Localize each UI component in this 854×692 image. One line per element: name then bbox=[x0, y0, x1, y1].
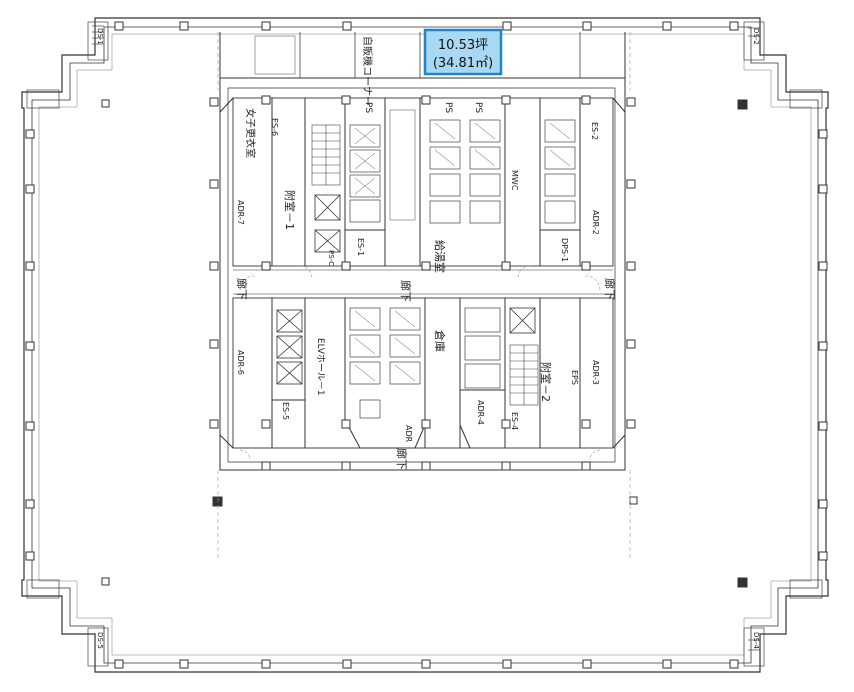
door-swings bbox=[239, 265, 601, 461]
label-es-1: ES-1 bbox=[356, 238, 365, 256]
highlight-space[interactable]: 10.53坪 (34.81㎡) bbox=[423, 28, 503, 76]
label-adr-7: ADR-7 bbox=[236, 200, 245, 225]
fixtures bbox=[349, 109, 576, 419]
fixture-marks bbox=[354, 122, 571, 382]
label-ds-2: DS-2 bbox=[752, 28, 760, 45]
label-es-4: ES-4 bbox=[510, 412, 519, 430]
core-columns bbox=[209, 95, 636, 471]
label-es-5: ES-5 bbox=[281, 402, 290, 420]
label-women-room: 女子更衣室 bbox=[244, 108, 257, 158]
label-storage: 倉庫 bbox=[433, 330, 447, 352]
label-ps-c: PS bbox=[473, 102, 483, 113]
label-ds-4: DS-4 bbox=[752, 632, 760, 649]
label-eps: EPS bbox=[570, 370, 579, 385]
highlight-box[interactable] bbox=[423, 28, 503, 76]
label-es-2: ES-2 bbox=[590, 122, 599, 140]
label-ps-b: PS bbox=[443, 102, 453, 113]
elevator-shafts bbox=[276, 194, 536, 385]
perimeter-columns bbox=[25, 21, 828, 669]
label-ds-5: DS-5 bbox=[96, 632, 104, 649]
label-ps-lower: PS-C bbox=[327, 250, 335, 266]
label-es-6: ES-6 bbox=[270, 118, 279, 136]
highlight-area-tsubo: 10.53坪 bbox=[438, 38, 488, 53]
label-corridor-left: 廊下 bbox=[235, 278, 249, 300]
top-strip bbox=[254, 32, 581, 78]
label-annex-2: 附室－2 bbox=[539, 362, 553, 402]
highlight-area-sqm: (34.81㎡) bbox=[433, 56, 493, 71]
label-corridor-center: 廊下 bbox=[399, 280, 413, 302]
room-labels: 自販機コーナー 廊下 廊下 廊下 廊下 附室－1 附室－2 ELVホール－1 給… bbox=[96, 28, 760, 649]
label-adr-4: ADR-4 bbox=[476, 400, 485, 425]
label-mwc: MWC bbox=[510, 170, 519, 191]
label-adr-6: ADR-6 bbox=[236, 350, 245, 375]
label-dps-1: DPS-1 bbox=[560, 238, 569, 262]
label-corridor-right: 廊下 bbox=[603, 278, 617, 300]
label-elv-hall: ELVホール－1 bbox=[315, 338, 326, 396]
grid-dashes bbox=[217, 32, 631, 560]
stairs bbox=[311, 124, 539, 406]
corner-details bbox=[26, 21, 823, 667]
label-vending: 自販機コーナー bbox=[361, 36, 374, 106]
label-ds-1: DS-1 bbox=[96, 28, 104, 45]
label-ps-a: PS bbox=[363, 102, 373, 113]
label-annex-1: 附室－1 bbox=[283, 190, 297, 230]
label-hot-water: 給湯室 bbox=[433, 240, 447, 273]
label-corridor-bottom: 廊下 bbox=[395, 448, 409, 470]
label-adr: ADR bbox=[404, 425, 413, 443]
label-adr-2: ADR-2 bbox=[591, 210, 600, 235]
label-adr-3: ADR-3 bbox=[591, 360, 600, 385]
